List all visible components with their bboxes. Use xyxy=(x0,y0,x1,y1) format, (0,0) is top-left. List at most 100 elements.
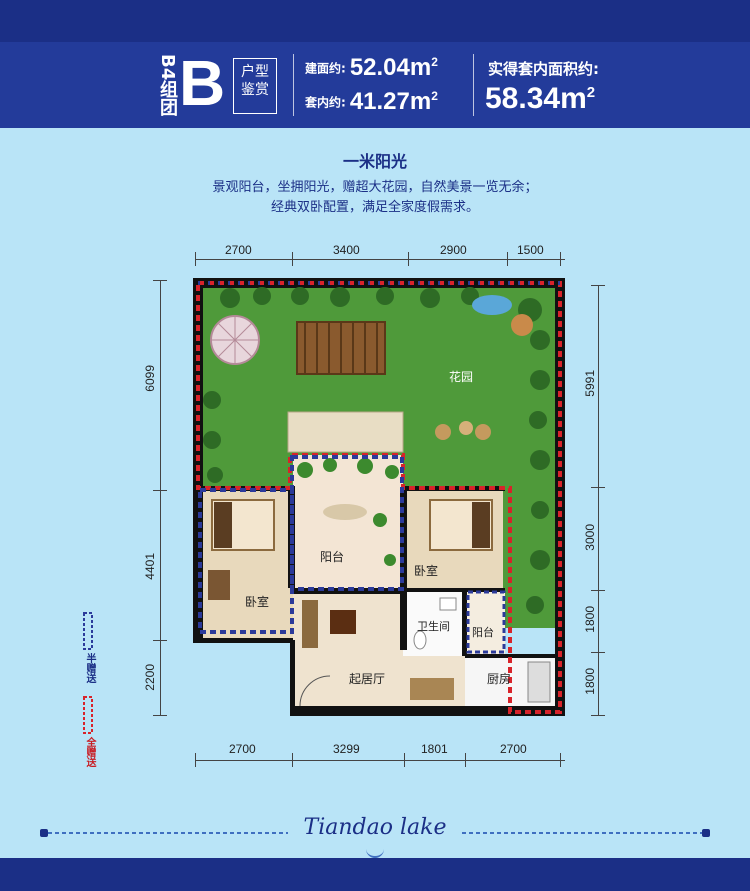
actual-area-value: 58.34m2 xyxy=(485,82,595,116)
header-divider xyxy=(473,54,474,116)
feature-description-line2: 经典双卧配置，满足全家度假需求。 xyxy=(270,200,479,215)
actual-area-sq: 2 xyxy=(586,84,596,101)
bottom-banner-strip xyxy=(0,858,750,891)
garden-stool-icon xyxy=(459,421,473,435)
built-area-value: 52.04m2 xyxy=(350,54,438,81)
actual-area-number: 58.34m xyxy=(485,82,587,115)
room-label-garden: 花园 xyxy=(449,370,474,384)
feature-description-line1: 景观阳台，坐拥阳光，赠超大花园，自然美景一览无余； xyxy=(212,180,538,195)
group-label: B4组团 xyxy=(157,54,178,117)
legend-full-gift-swatch xyxy=(83,696,93,734)
room-label-bathroom: 卫生间 xyxy=(417,620,450,633)
room-label-kitchen: 厨房 xyxy=(487,672,512,686)
built-area-number: 52.04m xyxy=(349,54,432,81)
footer-dot-right xyxy=(702,829,710,837)
garden-chair-icon xyxy=(435,424,451,440)
dimension-tick xyxy=(195,753,196,767)
toilet-icon xyxy=(413,630,427,650)
dimension-tick xyxy=(292,753,293,767)
dimension-tick xyxy=(591,652,605,653)
dimension-tick xyxy=(153,280,167,281)
bottom-dim-1: 2700 xyxy=(229,742,256,756)
room-label-bedroom-left: 卧室 xyxy=(245,595,270,609)
door-arc-icon xyxy=(299,675,331,707)
top-dim-2: 3400 xyxy=(333,243,360,257)
room-label-bedroom-right: 卧室 xyxy=(414,564,439,578)
actual-area-title: 实得套内面积约: xyxy=(488,60,599,78)
garden-shrubs xyxy=(203,287,550,614)
sink-icon xyxy=(439,597,457,611)
garden-table-icon xyxy=(511,314,533,336)
feature-title: 一米阳光 xyxy=(342,152,407,171)
built-area-sq: 2 xyxy=(431,55,438,69)
legend-half-gift-swatch xyxy=(83,612,93,650)
top-dimension-line xyxy=(195,259,565,260)
inner-area-number: 41.27m xyxy=(349,88,432,115)
dimension-tick xyxy=(408,252,409,266)
room-label-living: 起居厅 xyxy=(349,672,386,686)
unit-type-label-line2: 鉴赏 xyxy=(241,82,269,98)
dimension-tick xyxy=(153,640,167,641)
header-content: B4组团 B 户型 鉴赏 建面约:52.04m2 套内约:41.27m2 实得套… xyxy=(145,48,615,122)
built-area: 建面约:52.04m2 xyxy=(305,54,438,82)
coffee-table-icon xyxy=(330,610,356,634)
unit-type-letter: B xyxy=(179,47,226,119)
wall-bedroom-bottom xyxy=(193,635,293,643)
dimension-tick xyxy=(560,252,561,266)
dimension-tick xyxy=(507,252,508,266)
unit-type-label-line1: 户型 xyxy=(241,64,269,80)
half-gift-boundary-small-balcony xyxy=(466,590,506,654)
footer-dot-left xyxy=(40,829,48,837)
pergola-slats xyxy=(304,322,378,374)
inner-area: 套内约:41.27m2 xyxy=(305,88,438,116)
small-balcony-floor xyxy=(465,590,505,656)
balcony-plants xyxy=(297,458,399,566)
wall-bottom xyxy=(290,706,565,716)
dimension-tick xyxy=(292,252,293,266)
dimension-tick xyxy=(195,252,196,266)
top-banner-strip xyxy=(0,0,750,42)
dimension-tick xyxy=(591,285,605,286)
lounge-chair-icon xyxy=(323,504,367,520)
header-divider xyxy=(293,54,294,116)
pond-icon xyxy=(472,295,512,315)
top-dim-3: 2900 xyxy=(440,243,467,257)
dimension-tick xyxy=(591,715,605,716)
bottom-dim-3: 1801 xyxy=(421,742,448,756)
room-label-balcony: 阳台 xyxy=(320,550,345,564)
dimension-tick xyxy=(591,487,605,488)
built-area-label: 建面约: xyxy=(305,61,346,76)
umbrella-ribs xyxy=(211,316,259,364)
inner-area-label: 套内约: xyxy=(305,95,346,110)
brand-logo: Tiandao lake xyxy=(303,815,447,840)
dining-table-icon xyxy=(410,678,454,700)
dimension-tick xyxy=(153,715,167,716)
legend-full-gift-label: 全赠送 xyxy=(84,737,95,767)
garden-chair-icon xyxy=(475,424,491,440)
legend-half-gift-label: 半赠送 xyxy=(84,653,95,683)
kitchen-counter-icon xyxy=(527,661,551,703)
half-gift-boundary-balcony xyxy=(290,455,404,591)
inner-area-sq: 2 xyxy=(431,89,438,103)
logo-wave-icon xyxy=(366,848,384,858)
top-dim-1: 2700 xyxy=(225,243,252,257)
dimension-tick xyxy=(465,753,466,767)
bed-left-headboard xyxy=(214,502,232,548)
footer-dotted-line xyxy=(48,832,288,834)
bottom-dim-4: 2700 xyxy=(500,742,527,756)
bottom-dimension-line xyxy=(195,760,565,761)
desk-icon xyxy=(208,570,230,600)
inner-area-value: 41.27m2 xyxy=(350,88,438,115)
garden-bench xyxy=(287,411,404,453)
sofa-icon xyxy=(302,600,318,648)
room-label-small-balcony: 阳台 xyxy=(472,626,494,639)
dimension-tick xyxy=(560,753,561,767)
dimension-tick xyxy=(404,753,405,767)
right-dimension-line xyxy=(598,285,599,715)
dimension-tick xyxy=(591,590,605,591)
unit-type-label: 户型 鉴赏 xyxy=(233,58,277,114)
bed-right-headboard xyxy=(472,502,490,548)
dimension-tick xyxy=(153,490,167,491)
header-banner: B4组团 B 户型 鉴赏 建面约:52.04m2 套内约:41.27m2 实得套… xyxy=(0,42,750,128)
